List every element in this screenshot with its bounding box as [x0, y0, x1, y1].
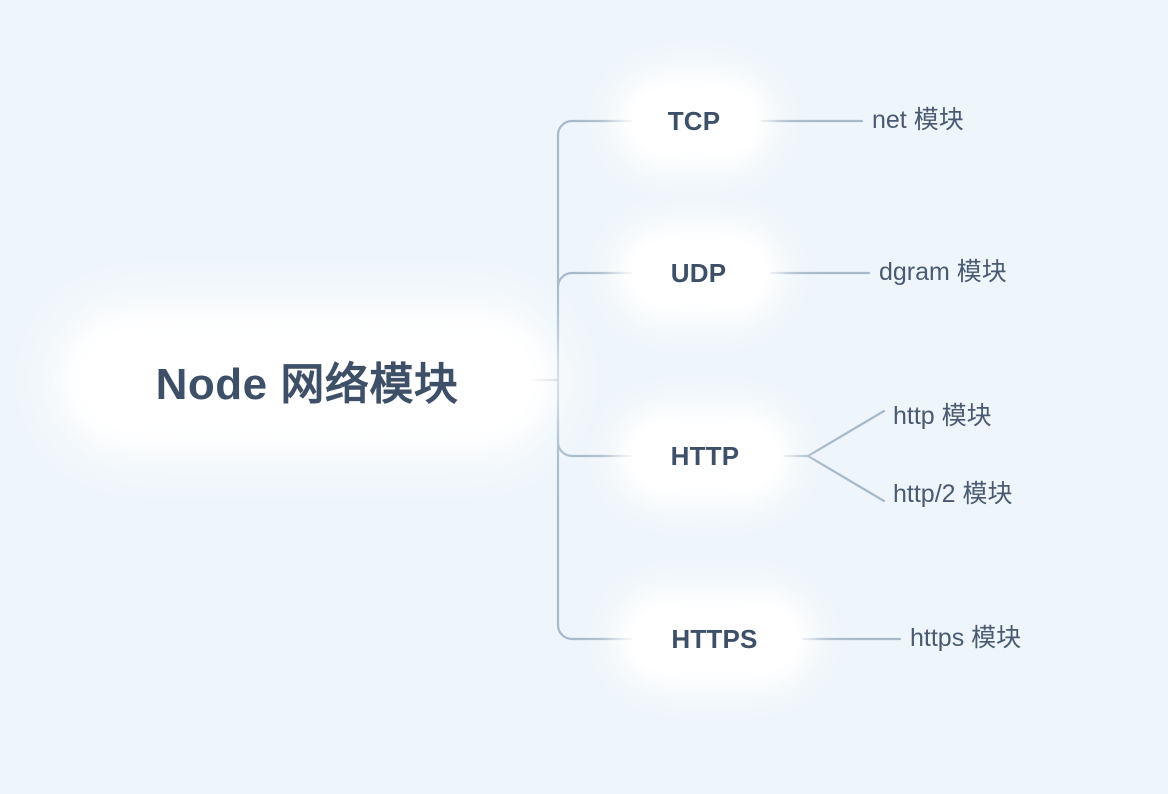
- connector-http-http2mod: [806, 454, 886, 503]
- root-node-label: Node 网络模块: [155, 360, 459, 409]
- connector-trunk-tcp: [556, 119, 634, 137]
- mindmap-leaf-dgram-module[interactable]: dgram 模块: [879, 258, 1007, 286]
- mindmap-leaf-http-module[interactable]: http 模块: [893, 402, 992, 430]
- mindmap-leaf-https-module[interactable]: https 模块: [910, 624, 1022, 652]
- connector-trunk-http: [556, 440, 634, 458]
- branch-node-label: HTTPS: [671, 623, 758, 654]
- branch-node-label: UDP: [670, 257, 727, 288]
- mindmap-leaf-net-module[interactable]: net 模块: [872, 106, 964, 134]
- mindmap-branch-node-http[interactable]: HTTP: [632, 423, 778, 489]
- mindmap-branch-node-tcp[interactable]: TCP: [632, 88, 756, 154]
- branch-node-label: TCP: [667, 105, 721, 136]
- mindmap-leaf-http2-module[interactable]: http/2 模块: [893, 480, 1013, 508]
- connector-http-httpmod: [806, 409, 886, 458]
- mindmap-root-node[interactable]: Node 网络模块: [83, 332, 531, 428]
- branch-node-label: HTTP: [670, 440, 740, 471]
- connector-trunk-https: [556, 623, 634, 641]
- connector-trunk-udp: [556, 271, 634, 289]
- mindmap-branch-node-https[interactable]: HTTPS: [632, 606, 797, 672]
- mindmap-branch-node-udp[interactable]: UDP: [632, 240, 765, 306]
